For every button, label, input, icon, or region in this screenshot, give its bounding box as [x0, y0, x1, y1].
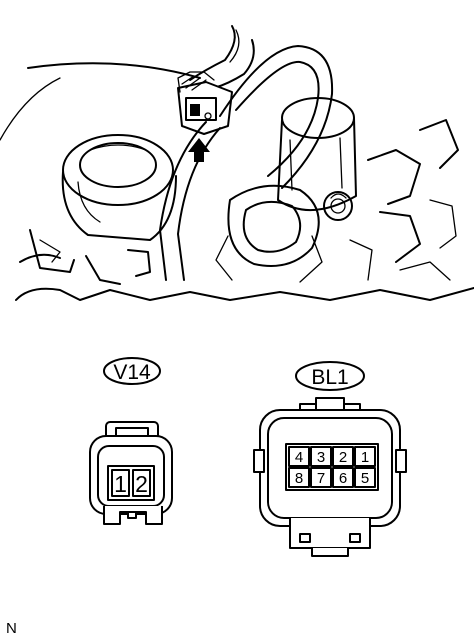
- connector-bl1-label: BL1: [311, 366, 348, 389]
- pin-number: 7: [317, 470, 325, 487]
- pin-number: 6: [339, 470, 347, 487]
- cylindrical-housing: [215, 97, 357, 283]
- pin-number: 1: [114, 471, 127, 497]
- engine-bay-illustration: [0, 25, 474, 301]
- pin-number: 5: [361, 470, 369, 487]
- connector-bl1-label-oval: [295, 361, 365, 391]
- connector-v14-label-oval: [103, 357, 161, 385]
- pin-grid: [288, 446, 376, 488]
- connector-bl1: BL1 4 3 2 1 8 7 6: [253, 361, 407, 557]
- pin-cell: [132, 469, 151, 497]
- footer-code: N: [6, 620, 17, 637]
- connector-v14: V14 1 2: [89, 357, 173, 525]
- pin-number: 2: [135, 471, 148, 497]
- pin-cell: [111, 469, 130, 497]
- in-vehicle-connector: [177, 71, 233, 135]
- connector-v14-label: V14: [113, 361, 151, 384]
- pin-number: 4: [295, 449, 303, 466]
- up-arrow-icon: [188, 138, 210, 162]
- cap-right: [323, 191, 353, 221]
- pin-number: 3: [317, 449, 325, 466]
- pin-number: 8: [295, 470, 303, 487]
- pin-number: 1: [361, 449, 369, 466]
- pin-number: 2: [339, 449, 347, 466]
- round-housing-left: [61, 134, 177, 241]
